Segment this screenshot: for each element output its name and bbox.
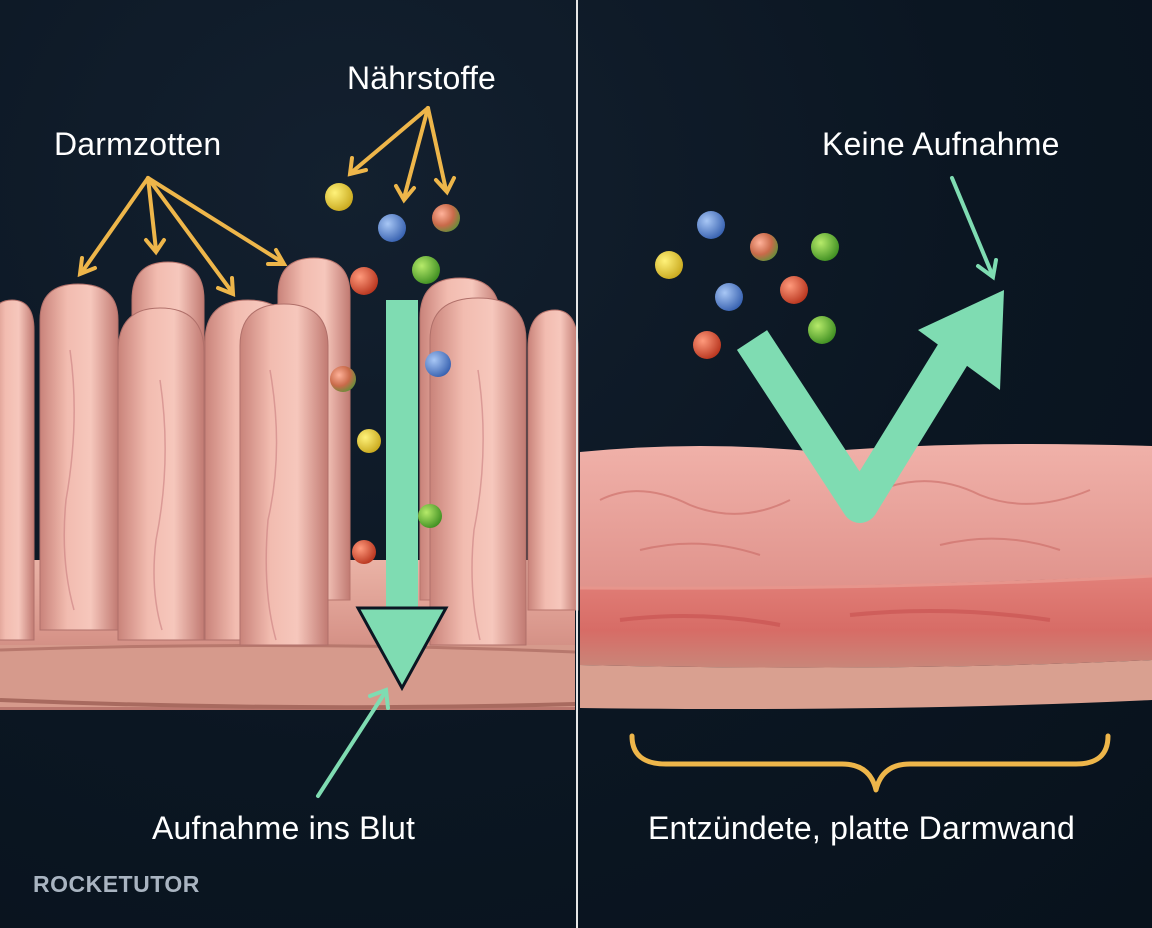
brand-logo: ROCKETUTOR — [33, 871, 200, 897]
label-villi: Darmzotten — [54, 126, 222, 162]
villi-arrow-head — [266, 248, 288, 266]
nutrients-arrow-head — [394, 184, 416, 204]
no-absorption-arrow-line — [950, 176, 994, 276]
healthy-wall-lower-layer — [0, 645, 575, 707]
villi-arrow-head — [77, 256, 97, 278]
vessel-line — [63, 349, 75, 611]
nutrient-particle — [808, 316, 836, 344]
nutrient-particle — [425, 351, 451, 377]
nutrient-particle — [697, 211, 725, 239]
nutrients-pointer-arrows — [347, 106, 456, 204]
nutrient-particle — [412, 256, 440, 284]
nutrients-arrow-head — [347, 156, 368, 177]
villus — [39, 283, 119, 631]
nutrients-arrow — [426, 106, 448, 192]
bounce-arrow-head — [918, 290, 1004, 390]
nutrient-particle — [325, 183, 353, 211]
nutrient-particles-left — [325, 183, 460, 564]
nutrients-arrow — [402, 106, 430, 200]
villus — [239, 303, 329, 646]
healthy-villi-group — [0, 257, 579, 710]
healthy-wall-bottom-edge — [0, 698, 576, 710]
vessel-line — [265, 369, 278, 641]
villus — [0, 299, 35, 641]
nutrient-particle — [378, 214, 406, 242]
inflamed-wall-side — [580, 575, 1152, 668]
inflamed-spots — [619, 609, 1051, 627]
nutrient-particle — [330, 366, 356, 392]
bounce-arrow — [736, 290, 1004, 523]
villi-arrow-head — [144, 238, 166, 256]
no-absorption-pointer — [950, 176, 998, 281]
villus — [117, 307, 205, 641]
absorption-arrow-head — [355, 606, 449, 692]
vessel-line — [471, 369, 484, 641]
nutrients-arrow — [350, 106, 430, 174]
absorption-arrow-shaft — [386, 300, 418, 620]
nutrient-particle — [693, 331, 721, 359]
nutrient-particle — [418, 504, 442, 528]
bounce-arrow-path — [736, 320, 984, 523]
nutrient-particles-right — [655, 211, 839, 359]
villi-arrow — [146, 176, 284, 264]
vessel-line — [153, 379, 166, 631]
villi-arrow — [146, 176, 234, 294]
label-no-absorption: Keine Aufnahme — [822, 126, 1060, 162]
villi-arrow — [80, 176, 150, 274]
inflamed-wall-brace — [629, 733, 1111, 793]
nutrient-particle — [715, 283, 743, 311]
nutrient-particle — [350, 267, 378, 295]
label-absorption-into-blood: Aufnahme ins Blut — [152, 810, 416, 846]
inflamed-wall-edge — [579, 574, 1152, 590]
nutrient-particle — [352, 540, 376, 564]
nutrients-arrow-head — [434, 176, 456, 196]
villi-pointer-arrows — [77, 176, 288, 298]
nutrient-particle — [780, 276, 808, 304]
nutrient-particle — [811, 233, 839, 261]
nutrient-particle — [357, 429, 381, 453]
nutrient-particle — [750, 233, 778, 261]
label-inflamed-flat-wall: Entzündete, platte Darmwand — [648, 810, 1075, 846]
blood-arrow-line — [316, 692, 386, 798]
absorption-arrow — [355, 300, 449, 692]
inflamed-texture — [599, 480, 1091, 556]
nutrient-particle — [655, 251, 683, 279]
villi-arrow — [146, 176, 158, 252]
no-absorption-arrow-head — [976, 258, 998, 281]
blood-pointer-arrow — [316, 687, 390, 798]
villi-arrow-head — [216, 276, 236, 298]
inflamed-wall-lower — [580, 660, 1152, 709]
villus — [429, 297, 527, 646]
villus — [527, 309, 579, 611]
blood-arrow-head — [368, 687, 390, 710]
label-nutrients: Nährstoffe — [347, 60, 497, 96]
nutrient-particle — [432, 204, 460, 232]
